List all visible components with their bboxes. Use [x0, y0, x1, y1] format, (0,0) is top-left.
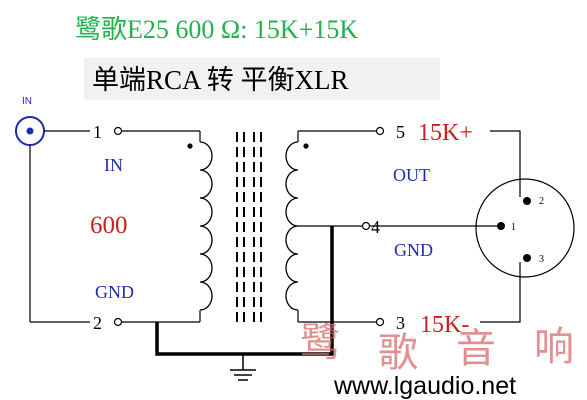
xlr-pin1-label: 1	[511, 222, 516, 233]
xlr-pin3-label: 3	[539, 254, 544, 265]
wire-pin3-to-xlr3	[480, 262, 521, 323]
ground-bus	[155, 226, 334, 356]
primary-polarity-dot	[187, 143, 193, 149]
page-subtitle: 单端RCA 转 平衡XLR	[92, 65, 349, 95]
secondary-winding	[285, 141, 299, 311]
pin5-terminal	[375, 126, 385, 136]
primary-in-label: IN	[104, 155, 123, 175]
primary-gnd-label: GND	[95, 282, 134, 302]
xlr-pin1	[497, 222, 505, 230]
pin2-number: 2	[93, 313, 102, 333]
secondary-out-label: OUT	[393, 165, 430, 185]
pin4-terminal	[361, 221, 371, 231]
rca-in-label: IN	[22, 96, 32, 107]
pin5-number: 5	[396, 122, 405, 142]
secondary-gnd-label: GND	[394, 240, 433, 260]
secondary-polarity-dot	[303, 143, 309, 149]
pin3-terminal	[375, 317, 385, 327]
pin3-number: 3	[396, 313, 405, 333]
page-title: 鹭歌E25 600 Ω: 15K+15K	[75, 15, 358, 44]
watermark-char-2: 歌	[378, 330, 418, 375]
pin2-terminal	[113, 317, 123, 327]
subtitle-box	[84, 58, 440, 100]
pin5-impedance-label: 15K+	[418, 120, 473, 146]
primary-winding	[199, 141, 213, 311]
watermark-char-3: 音	[456, 326, 496, 371]
pin3-impedance-label: 15K-	[420, 312, 469, 338]
pin1-number: 1	[93, 122, 102, 142]
pin4-number: 4	[371, 217, 380, 237]
wire-pin5-to-xlr2	[490, 130, 521, 197]
primary-impedance-label: 600	[90, 212, 128, 239]
xlr-connector	[475, 178, 575, 278]
watermark-char-1: 鹭	[300, 320, 340, 365]
xlr-pin2	[523, 197, 531, 205]
pin1-terminal	[113, 126, 123, 136]
xlr-pin3	[523, 254, 531, 262]
xlr-pin2-label: 2	[539, 196, 544, 207]
rca-connector-pin	[26, 127, 34, 135]
watermark-url: www.lgaudio.net	[333, 372, 516, 400]
watermark-char-4: 响	[534, 324, 574, 369]
